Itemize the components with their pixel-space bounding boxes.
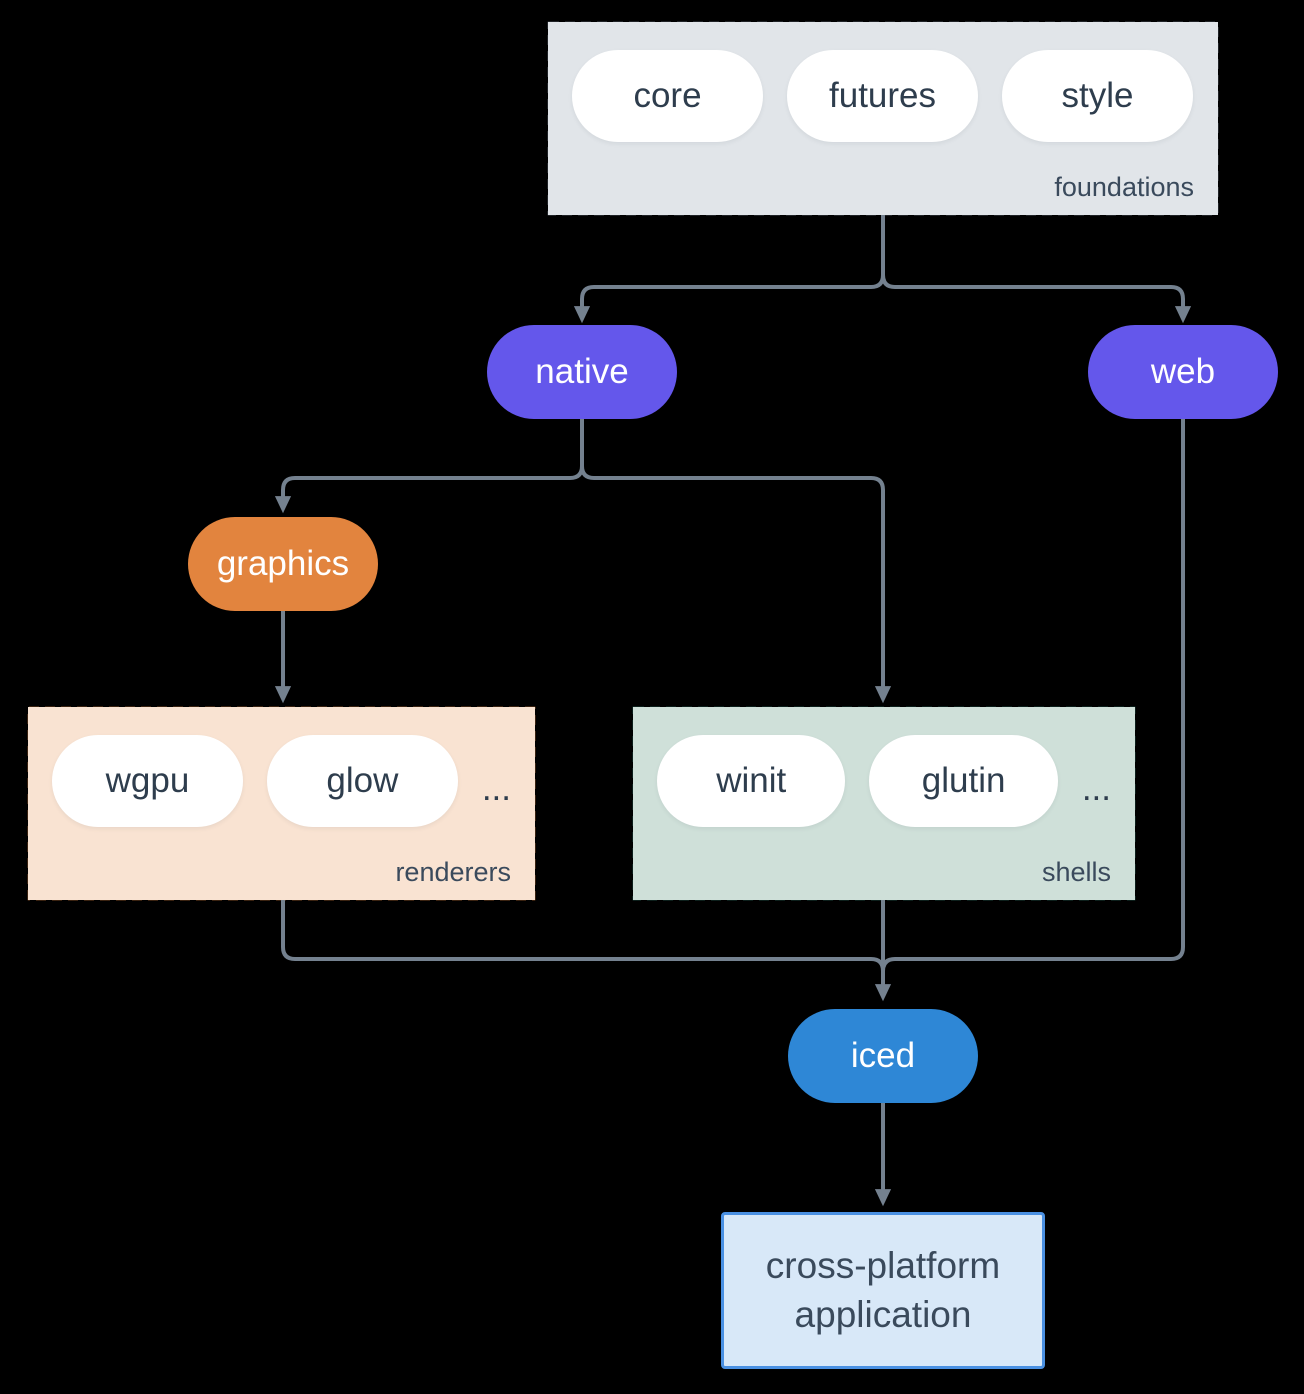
renderers-label: renderers bbox=[395, 857, 511, 887]
pill-style: style bbox=[1002, 50, 1193, 142]
connector-native-shells bbox=[580, 465, 892, 704]
pill-futures: futures bbox=[787, 50, 978, 142]
pill-wgpu: wgpu bbox=[52, 735, 243, 827]
foundations-group: core futures style foundations bbox=[548, 22, 1218, 215]
application-box: cross-platform application bbox=[721, 1212, 1045, 1369]
pill-glutin: glutin bbox=[869, 735, 1058, 827]
application-line2: application bbox=[794, 1293, 972, 1335]
renderers-ellipsis: ... bbox=[481, 768, 511, 808]
pill-core: core bbox=[572, 50, 763, 142]
connector-native-graphics bbox=[274, 419, 584, 514]
renderers-group: wgpu glow ... renderers bbox=[28, 707, 535, 900]
connector-foundations-native bbox=[573, 215, 885, 324]
foundations-label: foundations bbox=[1054, 172, 1194, 202]
node-native: native bbox=[487, 325, 677, 419]
pill-winit: winit bbox=[657, 735, 846, 827]
shells-pill-row: winit glutin ... bbox=[633, 707, 1135, 827]
shells-group: winit glutin ... shells bbox=[633, 707, 1135, 900]
shells-label: shells bbox=[1041, 857, 1111, 887]
shells-ellipsis: ... bbox=[1081, 768, 1111, 808]
renderers-pill-row: wgpu glow ... bbox=[28, 707, 535, 827]
connector-renderers-iced bbox=[281, 900, 885, 972]
pill-glow: glow bbox=[266, 735, 458, 827]
application-line1: cross-platform bbox=[765, 1244, 1001, 1286]
node-web: web bbox=[1088, 325, 1278, 419]
node-iced: iced bbox=[788, 1009, 978, 1103]
foundations-pill-row: core futures style bbox=[548, 22, 1218, 142]
node-graphics: graphics bbox=[188, 517, 378, 611]
connector-foundations-web bbox=[881, 274, 1192, 324]
